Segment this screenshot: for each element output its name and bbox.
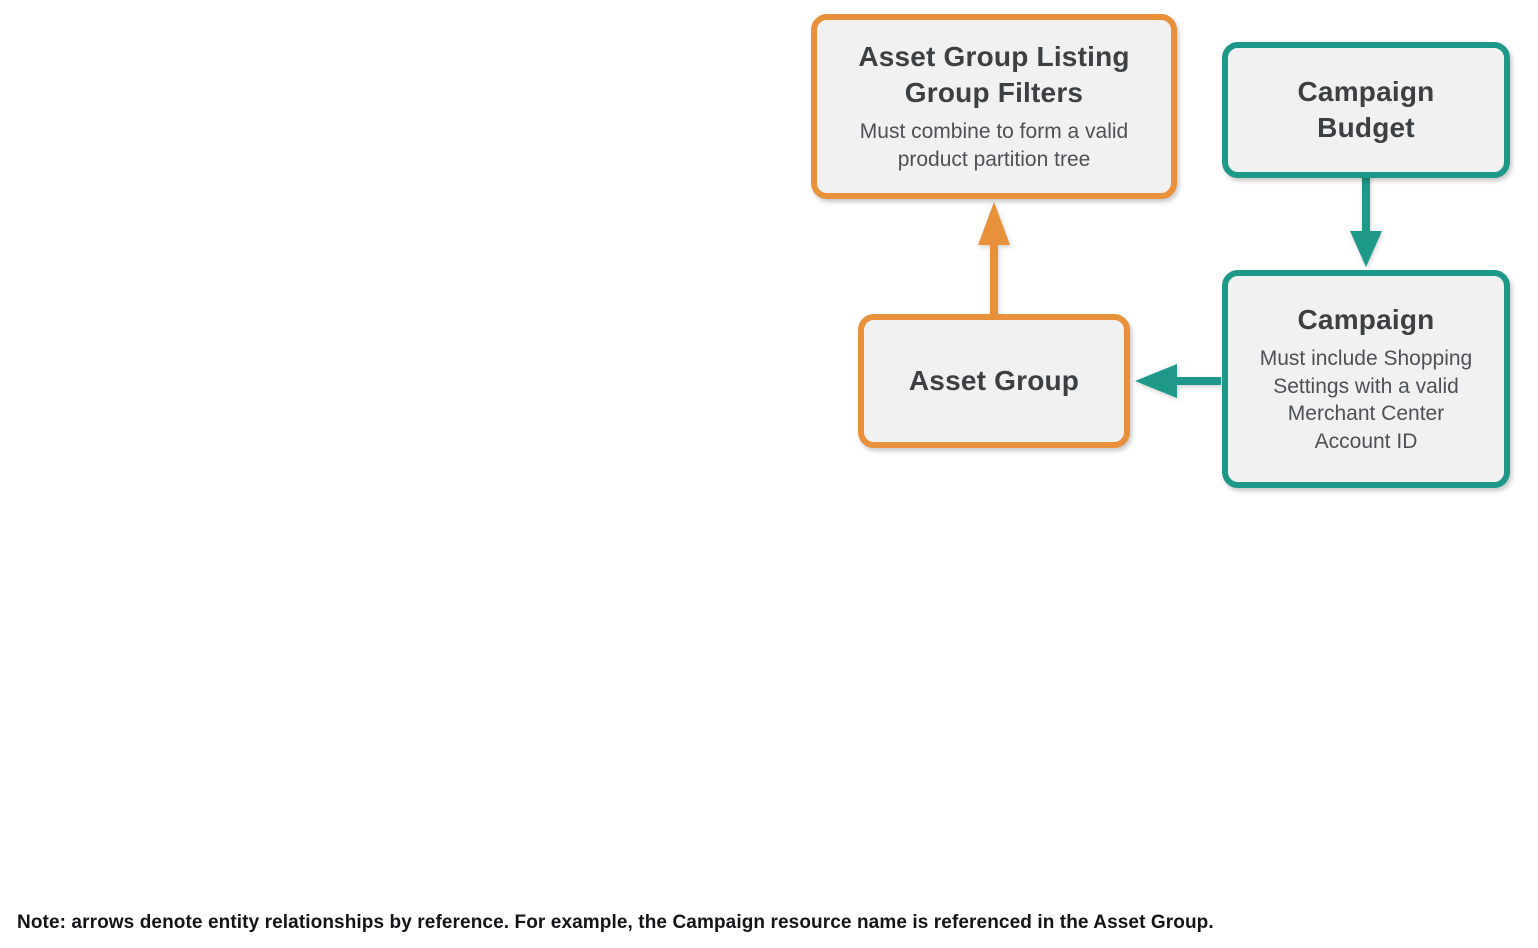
footnote: Note: arrows denote entity relationships… bbox=[17, 912, 1214, 933]
node-title: Asset Group bbox=[908, 365, 1080, 397]
node-subtitle: Must combine to form a valid product par… bbox=[859, 120, 1129, 171]
node-title: Asset Group Listing Group Filters bbox=[858, 41, 1130, 109]
arrow-campaign-budget-to-campaign bbox=[1350, 176, 1382, 267]
arrow-campaign-to-asset-group bbox=[1135, 364, 1221, 398]
node-title: Campaign Budget bbox=[1297, 76, 1435, 143]
node-title: Campaign bbox=[1297, 304, 1435, 336]
node-asset-group-listing-group-filters: Asset Group Listing Group Filters Must c… bbox=[811, 14, 1177, 199]
node-campaign-budget: Campaign Budget bbox=[1222, 42, 1510, 178]
node-campaign: Campaign Must include Shopping Settings … bbox=[1222, 270, 1510, 488]
arrow-asset-group-to-listing-filters bbox=[978, 202, 1010, 316]
node-subtitle: Must include Shopping Settings with a va… bbox=[1259, 346, 1473, 454]
node-asset-group: Asset Group bbox=[858, 314, 1130, 448]
